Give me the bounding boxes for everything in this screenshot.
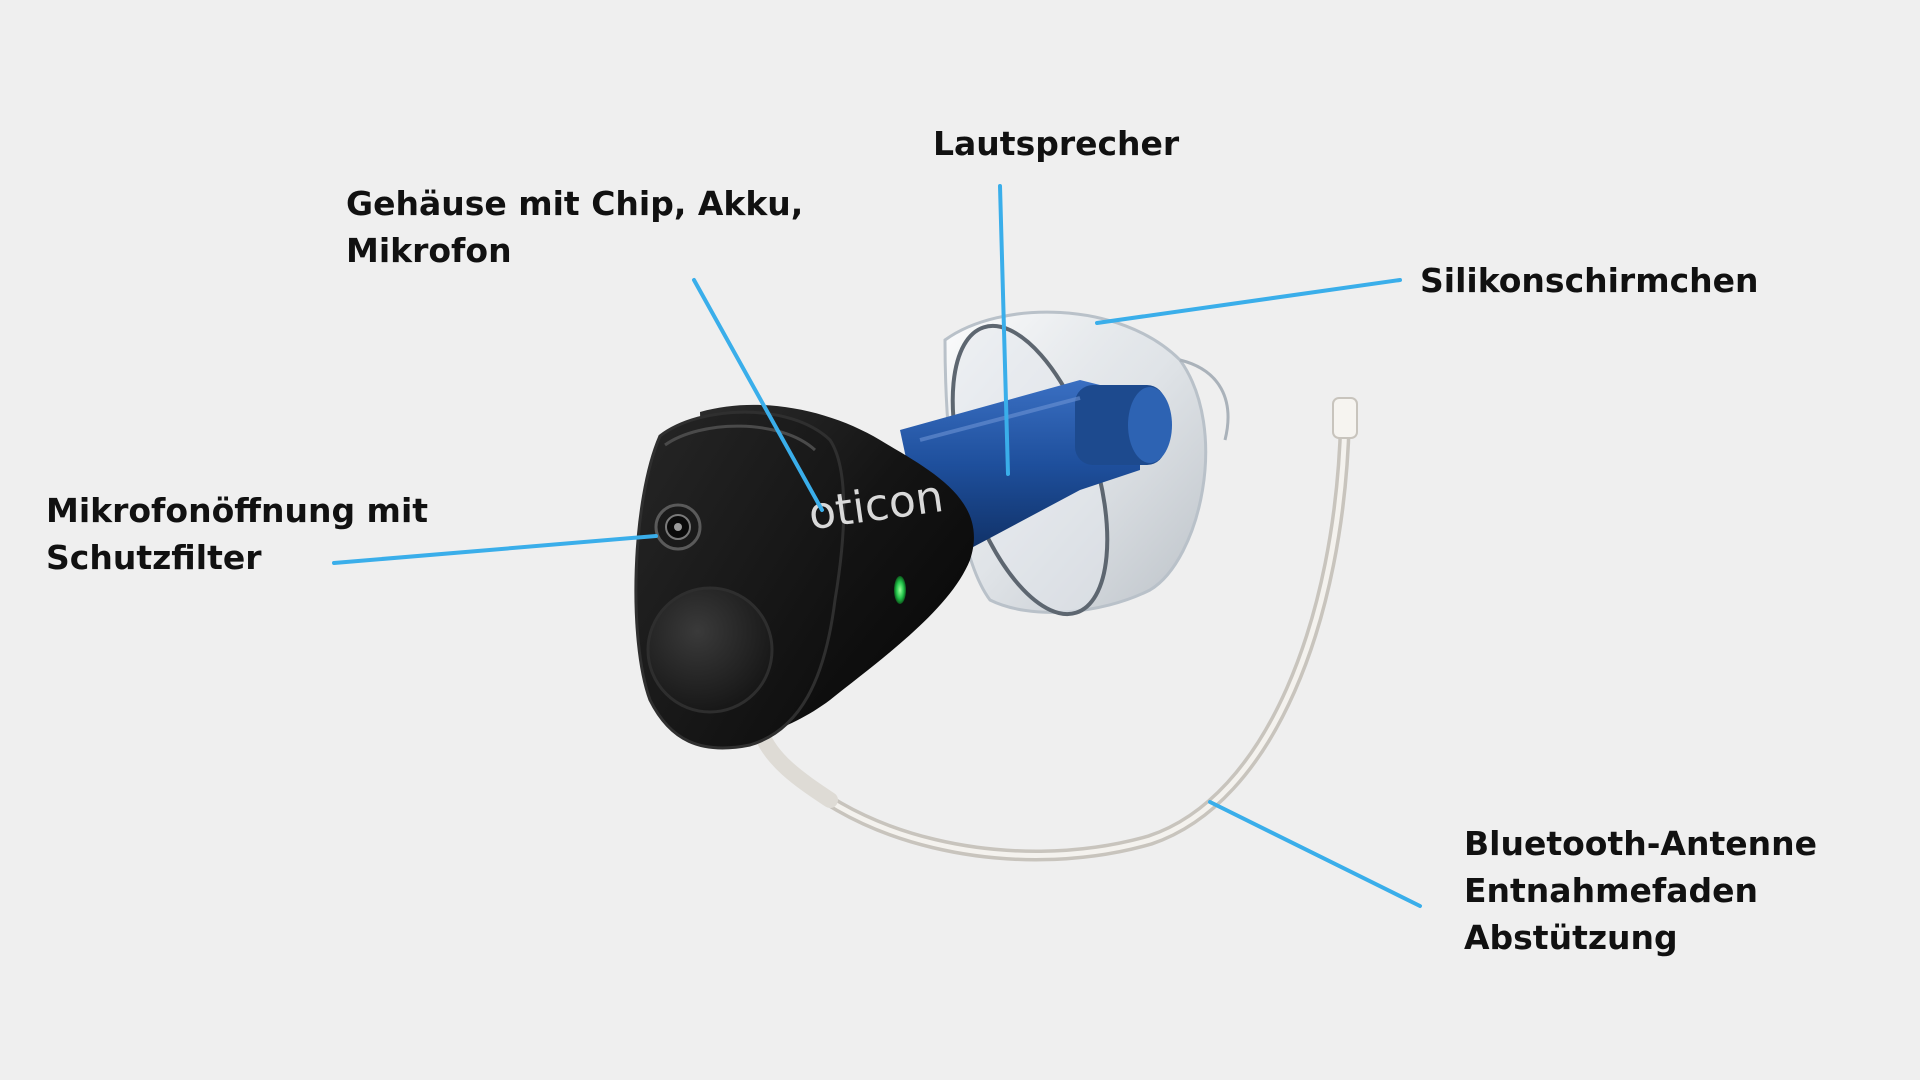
leader-line-bluetooth	[1208, 800, 1422, 908]
label-mikrofonoeffnung: Mikrofonöffnung mit Schutzfilter	[46, 487, 428, 581]
label-bluetooth-line-3: Abstützung	[1464, 918, 1678, 957]
label-gehaeuse-line-1: Gehäuse mit Chip, Akku,	[346, 184, 804, 223]
leader-line-mikrofon	[332, 534, 658, 565]
label-silikon-line-1: Silikonschirmchen	[1420, 261, 1759, 300]
microphone-filter	[654, 503, 702, 551]
leader-line-lautsprecher	[998, 184, 1010, 476]
label-lautsprecher-line-1: Lautsprecher	[933, 124, 1180, 163]
label-lautsprecher: Lautsprecher	[933, 120, 1179, 167]
push-button	[646, 586, 774, 714]
label-gehaeuse: Gehäuse mit Chip, Akku, Mikrofon	[346, 180, 803, 274]
label-bluetooth-line-1: Bluetooth-Antenne	[1464, 824, 1817, 863]
label-mikrofon-line-1: Mikrofonöffnung mit	[46, 491, 429, 530]
label-silikonschirmchen: Silikonschirmchen	[1420, 257, 1759, 304]
status-led	[894, 576, 906, 604]
label-bluetooth-line-2: Entnahmefaden	[1464, 871, 1758, 910]
leader-line-gehaeuse	[692, 278, 824, 512]
leader-line-silikon	[1095, 278, 1402, 325]
label-gehaeuse-line-2: Mikrofon	[346, 231, 512, 270]
label-mikrofon-line-2: Schutzfilter	[46, 538, 262, 577]
label-bluetooth-antenne: Bluetooth-Antenne Entnahmefaden Abstützu…	[1464, 820, 1817, 961]
